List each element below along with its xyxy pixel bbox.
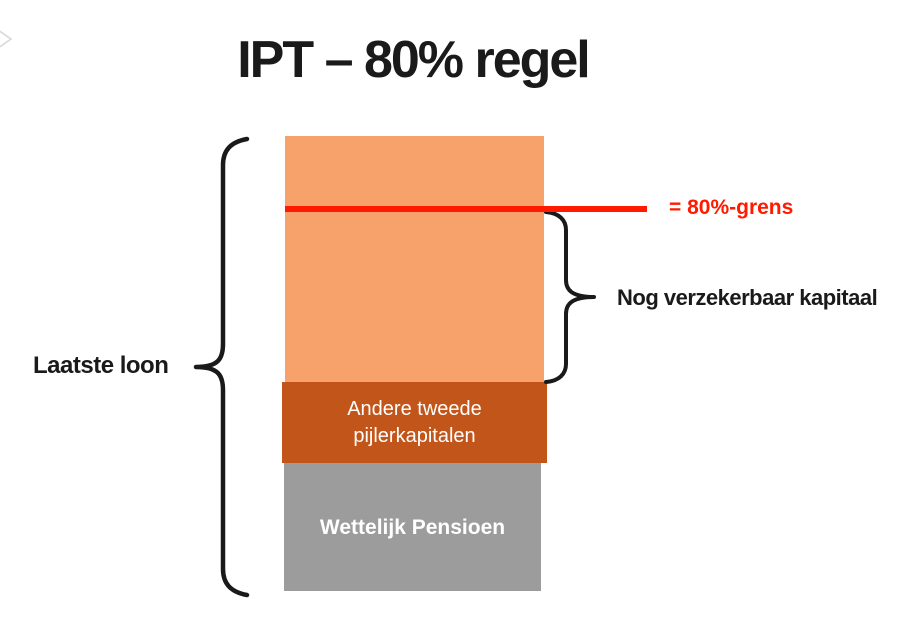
left-curly-brace: [193, 136, 250, 598]
segment-label-andere-tweede-pijlerkapitalen: Andere tweede pijlerkapitalen: [347, 397, 482, 447]
right-curly-brace: [544, 210, 596, 384]
segment-label-wettelijk-pensioen: Wettelijk Pensioen: [319, 515, 506, 539]
segment-insurable-zone: [285, 136, 544, 382]
page-title: IPT – 80% regel: [237, 31, 591, 89]
stray-cursor-artifact-icon: [0, 30, 13, 48]
segment-andere-tweede-pijlerkapitalen: Andere tweede pijlerkapitalen: [282, 382, 547, 463]
nog-verzekerbaar-kapitaal-label: Nog verzekerbaar kapitaal: [617, 285, 878, 310]
laatste-loon-label: Laatste loon: [33, 352, 169, 379]
limit-line-80-percent: [285, 206, 647, 212]
limit-line-label: = 80%-grens: [669, 196, 794, 219]
segment-wettelijk-pensioen: Wettelijk Pensioen: [284, 463, 541, 591]
